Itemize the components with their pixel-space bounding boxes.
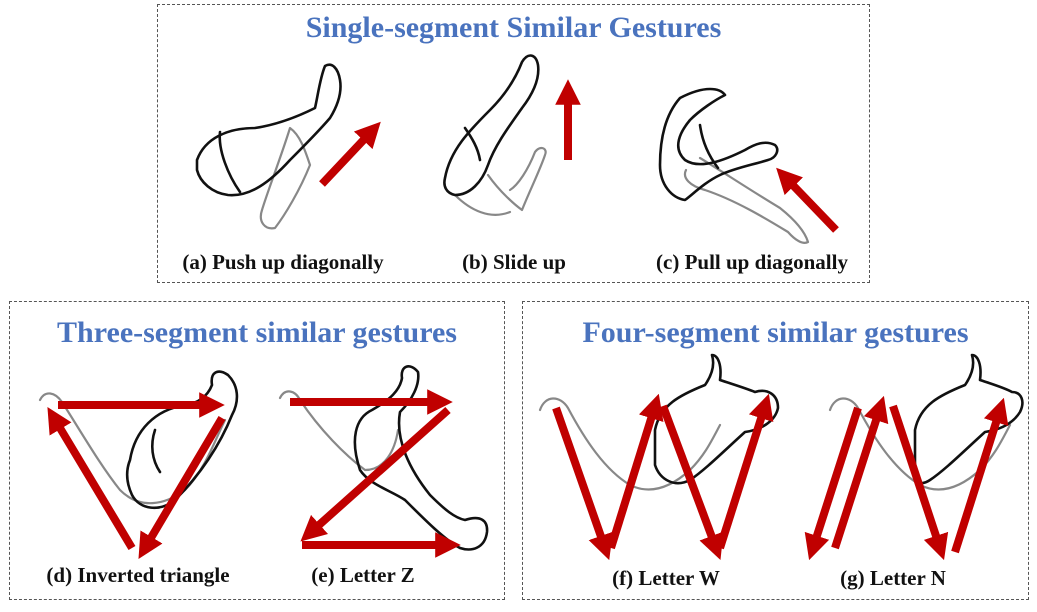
arrow-g-3 <box>889 404 949 561</box>
arm-slide-up <box>443 54 547 216</box>
caption-inverted-triangle: (d) Inverted triangle <box>46 563 230 587</box>
caption-push-up-diagonally: (a) Push up diagonally <box>182 250 384 274</box>
panel-four-segment: Four-segment similar gestures <box>522 301 1029 600</box>
arm-push-up-diagonally <box>195 63 342 230</box>
caption-pull-up-diagonally: (c) Pull up diagonally <box>656 250 848 274</box>
panel-title-three: Three-segment similar gestures <box>57 316 457 349</box>
arrow-d-right <box>138 415 226 560</box>
arrow-f-4 <box>716 393 774 550</box>
arrow-f-2 <box>607 393 664 550</box>
arrow-g-4 <box>951 397 1009 554</box>
arrow-a <box>319 121 381 187</box>
arrow-f-3 <box>659 404 724 560</box>
arrow-d-left <box>47 407 136 551</box>
caption-letter-z: (e) Letter Z <box>311 563 415 587</box>
panel-title-four: Four-segment similar gestures <box>582 316 969 349</box>
caption-letter-n: (g) Letter N <box>840 566 946 590</box>
arrow-g-2 <box>831 395 889 550</box>
arm-pull-up-diagonally <box>658 87 810 244</box>
caption-slide-up: (b) Slide up <box>462 250 566 274</box>
arrow-f-1 <box>552 406 613 561</box>
caption-letter-w: (f) Letter W <box>612 566 720 590</box>
panel-title-single: Single-segment Similar Gestures <box>305 11 722 44</box>
arrow-e-diag <box>300 407 451 542</box>
arrow-c <box>776 167 839 233</box>
panel-three-segment: Three-segment similar gestures <box>9 301 505 600</box>
arm-letter-z <box>278 365 489 551</box>
panel-single-segment: Single-segment Similar Gestures <box>157 4 870 283</box>
arrow-g-1 <box>804 406 862 561</box>
